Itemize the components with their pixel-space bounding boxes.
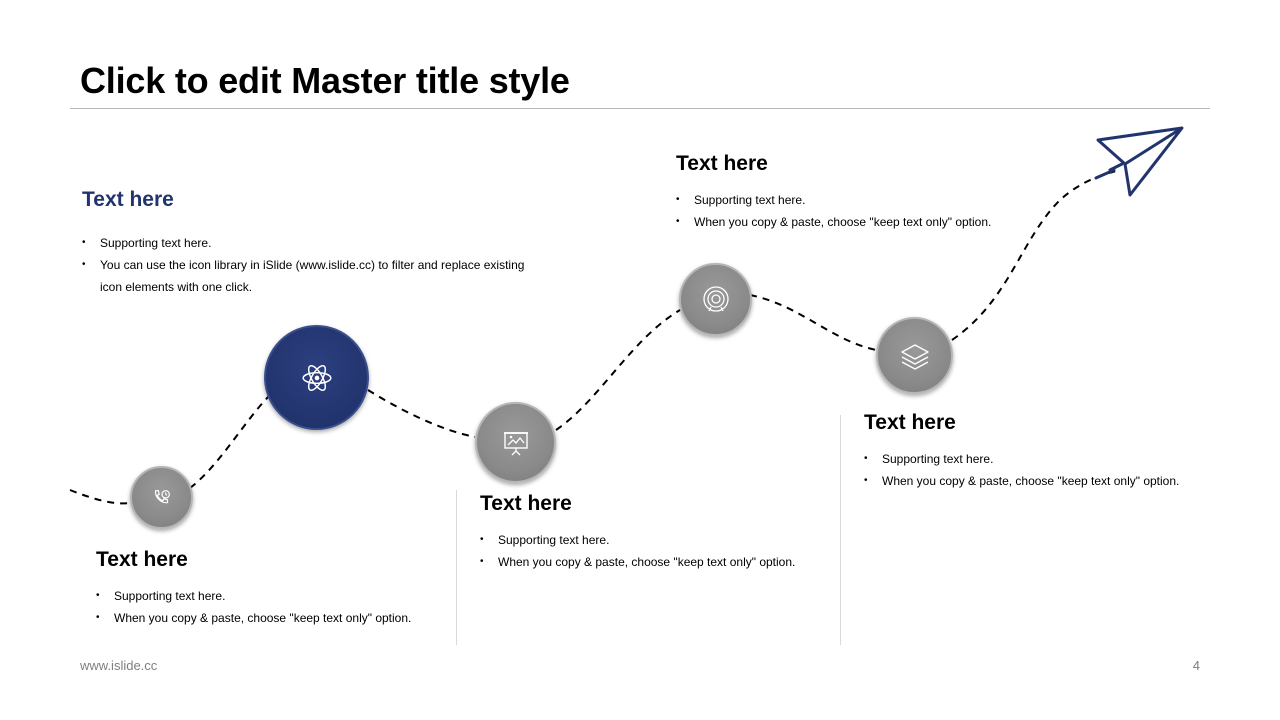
- divider-line: [456, 490, 457, 645]
- bullet-item[interactable]: Supporting text here.: [82, 232, 552, 254]
- bullet-item[interactable]: Supporting text here.: [480, 529, 830, 551]
- step-4-node[interactable]: [679, 263, 752, 336]
- bullet-item[interactable]: You can use the icon library in iSlide (…: [82, 254, 552, 276]
- step-2-text-block: Text here Supporting text here. You can …: [82, 188, 552, 298]
- bullet-item[interactable]: When you copy & paste, choose "keep text…: [96, 607, 446, 629]
- step-1-text-block: Text here Supporting text here. When you…: [96, 548, 446, 629]
- layers-icon: [900, 343, 929, 370]
- step-2-heading[interactable]: Text here: [82, 188, 174, 211]
- bullet-item[interactable]: When you copy & paste, choose "keep text…: [480, 551, 830, 573]
- page-number: 4: [1192, 658, 1200, 673]
- step-4-heading[interactable]: Text here: [676, 152, 768, 175]
- phone-clock-icon: [154, 489, 170, 503]
- slide-title[interactable]: Click to edit Master title style: [80, 60, 570, 101]
- bullet-item[interactable]: When you copy & paste, choose "keep text…: [864, 470, 1224, 492]
- step-1-heading[interactable]: Text here: [96, 548, 188, 571]
- step-5-heading[interactable]: Text here: [864, 411, 956, 434]
- step-5-node[interactable]: [876, 317, 953, 394]
- bullet-item[interactable]: icon elements with one click.: [100, 280, 253, 294]
- step-3-heading[interactable]: Text here: [480, 492, 572, 515]
- bullet-item[interactable]: When you copy & paste, choose "keep text…: [676, 211, 1036, 233]
- bullet-item[interactable]: Supporting text here.: [864, 448, 1224, 470]
- footer-url[interactable]: www.islide.cc: [80, 658, 158, 673]
- atom-icon: [301, 364, 332, 391]
- bullet-item[interactable]: Supporting text here.: [676, 189, 1036, 211]
- bullet-item[interactable]: Supporting text here.: [96, 585, 446, 607]
- step-2-node[interactable]: [264, 325, 369, 430]
- step-4-text-block: Text here Supporting text here. When you…: [676, 152, 1036, 233]
- step-3-node[interactable]: [475, 402, 556, 483]
- target-icon: [702, 285, 729, 312]
- step-1-node[interactable]: [130, 466, 193, 529]
- step-3-text-block: Text here Supporting text here. When you…: [480, 492, 830, 573]
- step-5-text-block: Text here Supporting text here. When you…: [864, 411, 1224, 492]
- presentation-board-icon: [503, 431, 528, 455]
- title-divider: [70, 108, 1210, 109]
- paper-plane-icon: [1094, 126, 1184, 197]
- divider-line: [840, 415, 841, 645]
